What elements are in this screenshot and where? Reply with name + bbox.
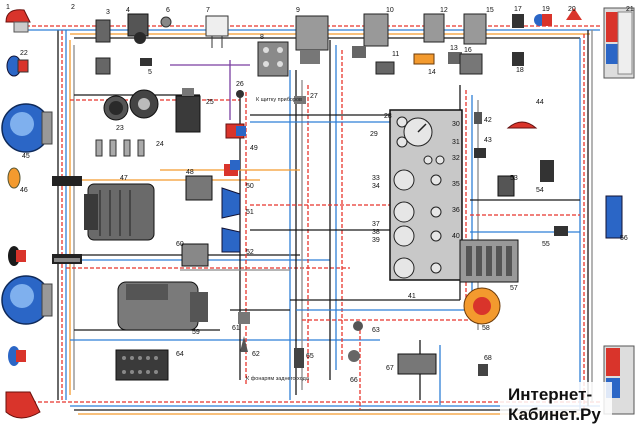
label-36: 36 [452,207,460,214]
label-32: 32 [452,155,460,162]
label-49: 49 [250,145,258,152]
label-41: 41 [408,293,416,300]
top-components [95,7,635,79]
label-58: 58 [482,325,490,332]
label-5: 5 [148,69,152,76]
label-51: 51 [246,209,254,216]
label-50: 50 [246,183,254,190]
watermark: Интернет- Кабинет.Ру [500,382,612,426]
label-56: 56 [620,235,628,242]
label-27: 27 [310,93,318,100]
label-18: 18 [516,67,524,74]
label-45: 45 [22,153,30,160]
label-3: 3 [106,9,110,16]
label-48: 48 [186,169,194,176]
annotation-to-reverse-lights: К фонарям заднего хода [246,376,310,382]
label-52: 52 [246,249,254,256]
label-66: 66 [350,377,358,384]
label-57: 57 [510,285,518,292]
label-17: 17 [514,6,522,13]
label-39: 39 [372,237,380,244]
label-61: 61 [232,325,240,332]
label-47: 47 [120,175,128,182]
label-31: 31 [452,139,460,146]
annotation-to-dashboard: К щитку приборов [256,97,302,103]
label-46: 46 [20,187,28,194]
label-4: 4 [126,7,130,14]
component-number-labels: 1 2 3 4 5 6 7 8 9 10 11 12 13 14 15 16 1… [6,4,634,384]
left-connector-blocks [52,176,82,264]
label-26: 26 [236,81,244,88]
label-21: 21 [626,6,634,13]
label-53: 53 [510,175,518,182]
label-2: 2 [71,4,75,11]
label-24: 24 [156,141,164,148]
label-55: 55 [542,241,550,248]
label-25: 25 [206,99,214,106]
label-44: 44 [536,99,544,106]
label-64: 64 [176,351,184,358]
label-19: 19 [542,6,550,13]
label-13: 13 [450,45,458,52]
label-6: 6 [166,7,170,14]
label-68: 68 [484,355,492,362]
label-37: 37 [372,221,380,228]
label-63: 63 [372,327,380,334]
label-35: 35 [452,181,460,188]
watermark-line-1: Интернет- [508,385,592,404]
label-59: 59 [192,329,200,336]
label-14: 14 [428,69,436,76]
annotations: К щитку приборов К фонарям заднего хода [246,97,310,382]
label-7: 7 [206,7,210,14]
label-67: 67 [386,365,394,372]
label-33: 33 [372,175,380,182]
label-29: 29 [370,131,378,138]
label-34: 34 [372,183,380,190]
switches [221,90,363,368]
label-22: 22 [20,50,28,57]
label-28: 28 [384,113,392,120]
label-30: 30 [452,121,460,128]
label-40: 40 [452,233,460,240]
label-12: 12 [440,7,448,14]
label-15: 15 [486,7,494,14]
label-43: 43 [484,137,492,144]
label-16: 16 [464,47,472,54]
label-54: 54 [536,187,544,194]
label-65: 65 [306,353,314,360]
label-38: 38 [372,229,380,236]
instrument-cluster [389,109,463,281]
label-42: 42 [484,117,492,124]
left-side-lamps [1,9,53,419]
label-20: 20 [568,6,576,13]
label-10: 10 [386,7,394,14]
label-60: 60 [176,241,184,248]
label-1: 1 [6,4,10,11]
watermark-line-2: Кабинет.Ру [508,405,601,424]
engine-components [84,88,213,381]
label-11: 11 [392,51,399,58]
label-62: 62 [252,351,260,358]
label-9: 9 [296,7,300,14]
label-8: 8 [260,34,264,41]
label-23: 23 [116,125,124,132]
